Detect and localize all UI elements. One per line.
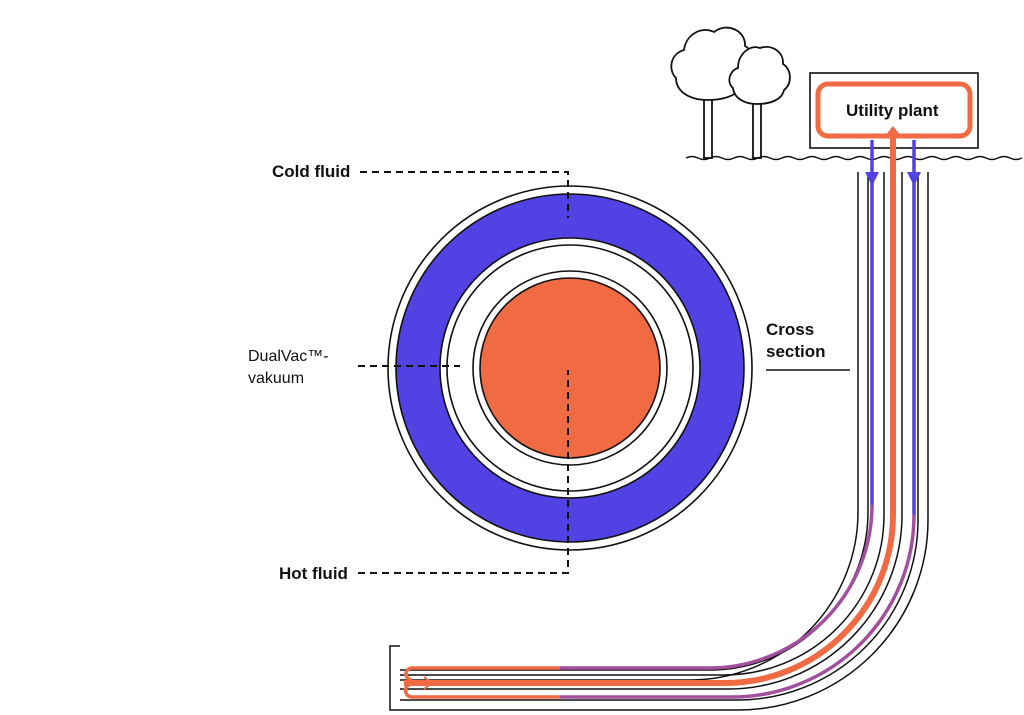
utility-plant-label: Utility plant <box>846 101 939 120</box>
cold-line-left-bottom <box>404 666 560 682</box>
cold-fluid-leader <box>360 171 569 218</box>
borehole-casing <box>389 172 929 711</box>
hot-flow-line <box>404 136 896 686</box>
cross-section-label-line2: section <box>766 342 826 361</box>
leader-lines <box>358 171 569 574</box>
hot-fluid-leader <box>358 370 569 574</box>
cross-section <box>387 185 753 551</box>
ground-line-icon <box>685 155 1023 161</box>
down-arrow-icon <box>907 172 921 186</box>
cold-line-left-bend <box>560 504 874 670</box>
cross-section-label-line1: Cross <box>766 320 814 339</box>
dualvac-label-line1: DualVac™- <box>248 348 329 365</box>
down-arrow-icon <box>865 172 879 186</box>
hot-fluid-core <box>479 277 661 459</box>
cold-line-right-bend <box>560 514 916 699</box>
tree-icon <box>728 46 791 159</box>
flow-arrow-icon <box>423 676 434 690</box>
hot-fluid-label: Hot fluid <box>279 564 348 583</box>
up-arrow-icon <box>885 126 901 136</box>
dualvac-label-line2: vakuum <box>248 370 304 387</box>
cold-fluid-label: Cold fluid <box>272 162 350 181</box>
